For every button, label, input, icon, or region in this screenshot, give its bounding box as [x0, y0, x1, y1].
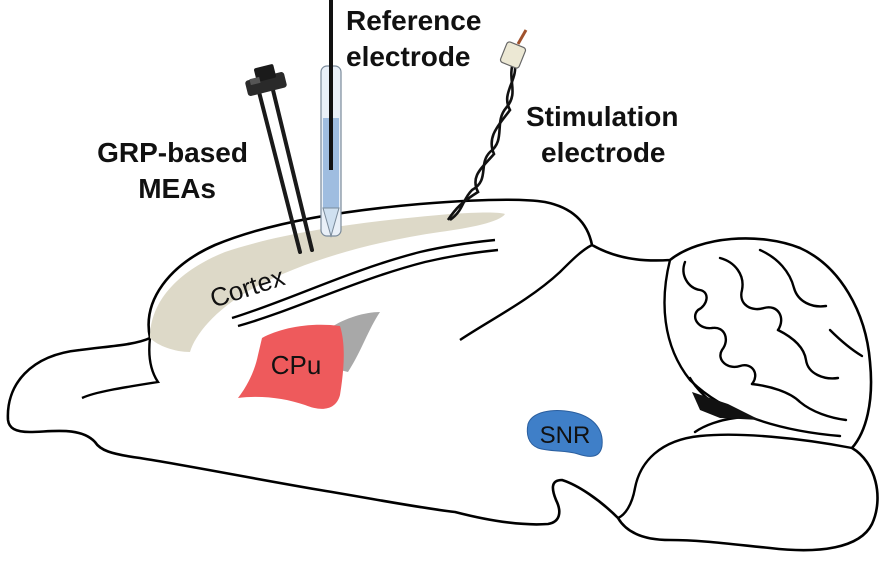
mea-label-line1: GRP-based	[97, 137, 248, 168]
reference-electrode	[320, 0, 342, 238]
stimulation-connector	[499, 29, 528, 69]
corpus-callosum-lower	[237, 248, 499, 328]
mea-device	[245, 64, 314, 254]
reference-label-line1: Reference	[346, 5, 481, 36]
cortex-region	[150, 212, 505, 352]
olfactory-line	[81, 337, 161, 400]
internal-fissure	[459, 243, 593, 341]
reference-label-line2: electrode	[346, 41, 471, 72]
stimulation-electrode	[446, 59, 517, 222]
snr-region	[526, 410, 603, 457]
stim-label-line2: electrode	[541, 137, 666, 168]
snr-label: SNR	[540, 422, 591, 449]
cpu-region	[238, 324, 344, 409]
corpus-callosum-upper	[231, 238, 496, 320]
brain-outline	[6, 198, 879, 552]
brainstem-line	[617, 433, 853, 520]
cpu-label: CPu	[271, 350, 322, 380]
fourth-ventricle	[692, 392, 760, 420]
stim-label-line1: Stimulation	[526, 101, 678, 132]
mea-label-line2: MEAs	[138, 173, 216, 204]
